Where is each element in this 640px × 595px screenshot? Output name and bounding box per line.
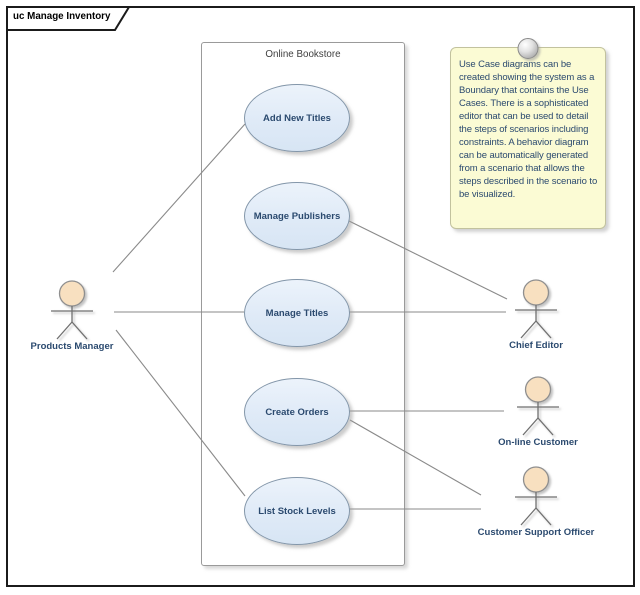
- association-create-orders--customer-support-officer[interactable]: [349, 419, 482, 496]
- association-products-manager--add-new-titles[interactable]: [112, 123, 246, 273]
- note-text: Use Case diagrams can be created showing…: [459, 59, 598, 200]
- actor-stick-figure-icon: [515, 279, 557, 339]
- boundary-title: Online Bookstore: [265, 49, 341, 60]
- association-manage-publishers--chief-editor[interactable]: [348, 220, 508, 300]
- actor-label: Products Manager: [30, 341, 114, 352]
- actor-on-line-customer[interactable]: On-line Customer: [463, 376, 613, 448]
- usecase-label: List Stock Levels: [258, 505, 336, 517]
- actor-stick-figure-icon: [515, 466, 557, 526]
- actor-customer-support-officer[interactable]: Customer Support Officer: [461, 466, 611, 538]
- actor-stick-figure-icon: [51, 280, 93, 340]
- usecase-label: Add New Titles: [263, 112, 331, 124]
- usecase-label: Manage Publishers: [253, 210, 341, 222]
- actor-label: Chief Editor: [509, 340, 563, 351]
- note-use-case-description[interactable]: Use Case diagrams can be created showing…: [450, 38, 606, 229]
- usecase-list-stock-levels[interactable]: List Stock Levels: [244, 477, 350, 545]
- usecase-add-new-titles[interactable]: Add New Titles: [244, 84, 350, 152]
- actor-label: On-line Customer: [498, 437, 578, 448]
- usecase-manage-publishers[interactable]: Manage Publishers: [244, 182, 350, 250]
- usecase-label: Create Orders: [265, 406, 329, 418]
- frame-title: uc Manage Inventory: [13, 11, 111, 22]
- usecase-label: Manage Titles: [265, 307, 329, 319]
- actor-stick-figure-icon: [517, 376, 559, 436]
- actor-label: Customer Support Officer: [477, 527, 595, 538]
- usecase-manage-titles[interactable]: Manage Titles: [244, 279, 350, 347]
- actor-chief-editor[interactable]: Chief Editor: [461, 279, 611, 351]
- association-products-manager--list-stock-levels[interactable]: [115, 329, 246, 497]
- note-pin-icon: [517, 38, 539, 59]
- actor-products-manager[interactable]: Products Manager: [0, 280, 147, 352]
- frame-tab-shape: [6, 6, 131, 31]
- frame-heading-tab: [6, 6, 131, 31]
- usecase-create-orders[interactable]: Create Orders: [244, 378, 350, 446]
